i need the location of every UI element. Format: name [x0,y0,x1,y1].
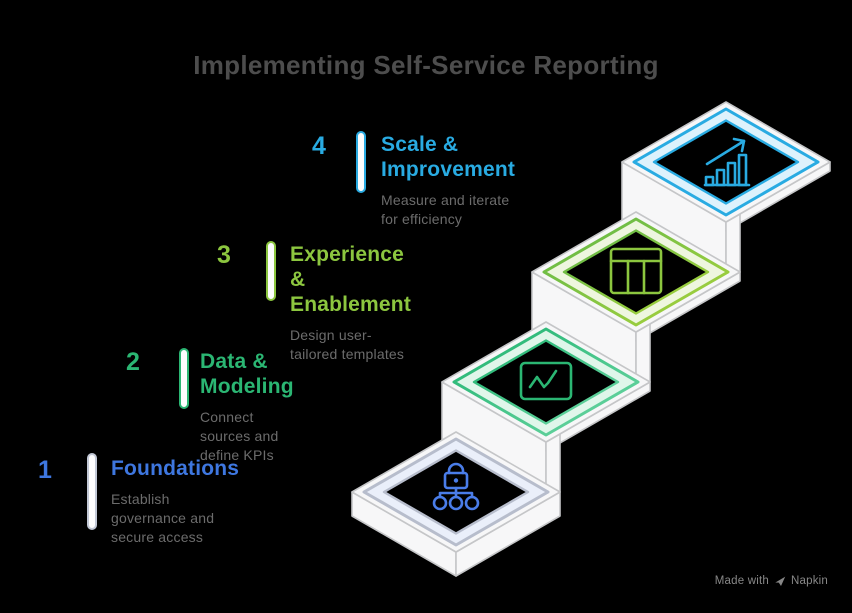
step-4-diamond [632,107,820,217]
napkin-logo-icon [774,575,786,586]
step-subtitle: Establish governance and secure access [111,491,215,545]
step-subtitle: Design user-tailored templates [290,327,405,362]
step-accent-bar [266,241,276,301]
lock-network-icon [432,462,480,511]
step-accent-bar [87,453,97,530]
step-accent-bar [179,348,189,409]
watermark-prefix: Made with [714,575,769,587]
chart-growth-icon [703,137,751,187]
step-subtitle: Measure and iterate for efficiency [381,192,510,227]
step-number: 3 [217,241,231,269]
step-title: Scale & Improvement [381,133,516,181]
step-accent-bar [356,131,366,193]
line-chart-icon [519,361,573,401]
step-subtitle: Connect sources and define KPIs [200,409,279,463]
watermark: Made with Napkin [715,575,828,587]
step-3-diamond [542,217,730,327]
step-title: Experience & Enablement [290,243,412,316]
step-title: Data & Modeling [200,350,294,398]
step-number: 2 [126,348,140,376]
watermark-brand: Napkin [791,575,828,587]
step-number: 4 [312,132,326,160]
step-2-diamond [452,327,640,437]
page-title: Implementing Self-Service Reporting [193,50,659,80]
step-title: Foundations [111,457,240,480]
step-number: 1 [38,456,52,484]
table-icon [609,247,663,295]
